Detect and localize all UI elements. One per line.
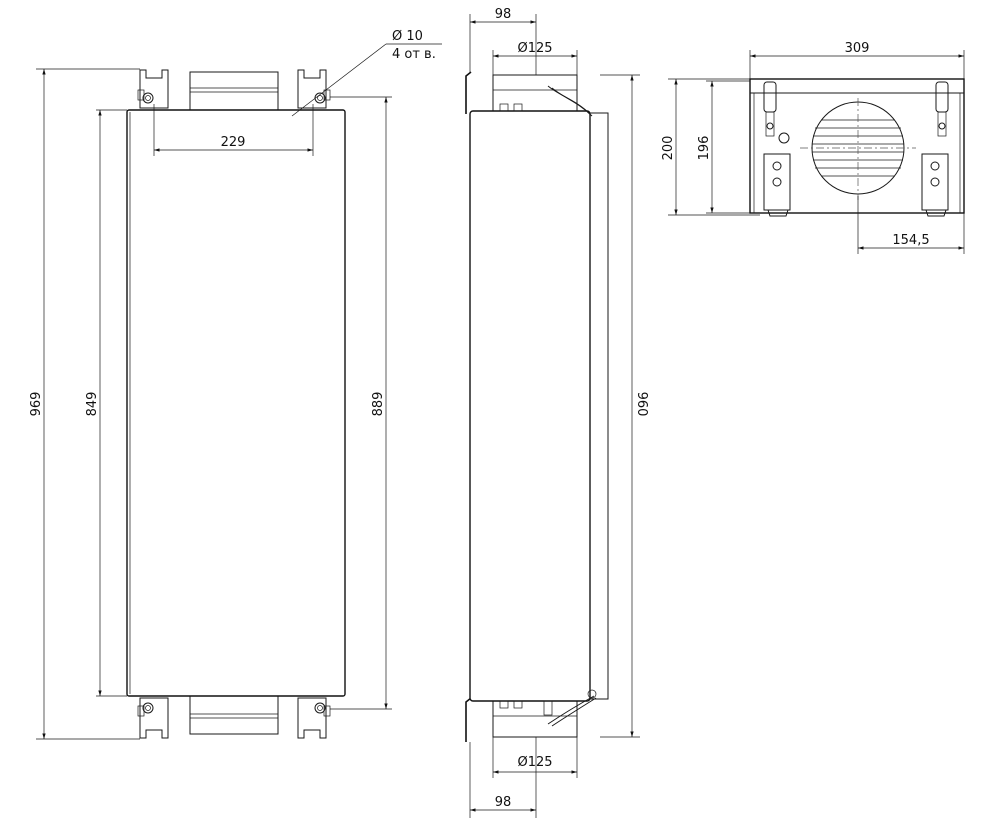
unit-body-side xyxy=(469,110,591,702)
dim-mount-spacing: 229 xyxy=(221,135,246,150)
mount-plate-left xyxy=(763,153,791,217)
side-view: 98 Ø125 960 Ø125 98 xyxy=(465,7,649,818)
latch-left xyxy=(763,81,777,137)
dim-mount-height: 889 xyxy=(371,392,386,417)
dim-end-width: 309 xyxy=(845,41,870,56)
dim-center-offset: 154,5 xyxy=(892,233,929,248)
end-view: 309 200 196 154,5 xyxy=(661,41,965,254)
hole-diameter-label: Ø 10 xyxy=(392,29,423,44)
duct-opening xyxy=(800,98,916,200)
dim-duct-diameter-bottom: Ø125 xyxy=(517,755,552,770)
dim-end-inner-height: 196 xyxy=(697,136,712,161)
dim-overall-length: 960 xyxy=(634,392,649,417)
unit-body-end xyxy=(749,78,965,214)
side-bottom-duct xyxy=(492,700,578,738)
dim-duct-offset-top: 98 xyxy=(495,7,512,22)
bracket-top-right xyxy=(297,69,331,109)
dim-end-height: 200 xyxy=(661,136,676,161)
side-panel xyxy=(589,112,609,700)
dim-duct-diameter-top: Ø125 xyxy=(517,41,552,56)
top-duct-stub xyxy=(189,71,279,111)
dim-body-height: 849 xyxy=(85,392,100,417)
hole-count-label: 4 от в. xyxy=(392,47,436,62)
bracket-top-left xyxy=(137,69,169,109)
bracket-bottom-left xyxy=(137,697,169,739)
mount-plate-right xyxy=(921,153,949,217)
bracket-bottom-right xyxy=(297,697,331,739)
screw xyxy=(778,132,790,144)
side-top-duct xyxy=(492,74,578,112)
front-view: 969 849 889 229 Ø 10 4 от в. xyxy=(29,29,442,740)
dim-duct-offset-bottom: 98 xyxy=(495,795,512,810)
dim-overall-height: 969 xyxy=(29,392,44,417)
unit-body-front xyxy=(126,109,346,697)
latch-right xyxy=(935,81,949,137)
bottom-duct-stub xyxy=(189,695,279,735)
